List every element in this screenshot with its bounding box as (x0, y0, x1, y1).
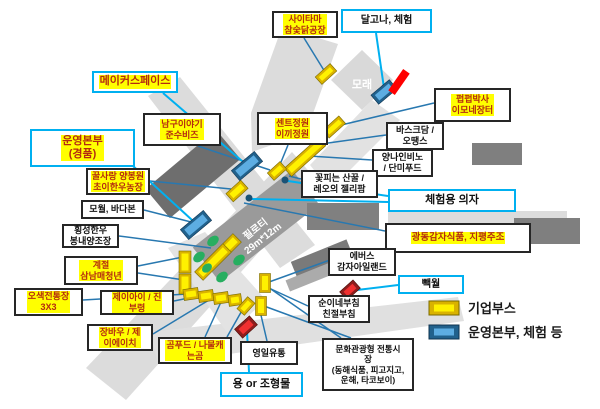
callout-gomfood: 곰푸드 / 나물캐 는곰 (158, 337, 232, 364)
callout-baekwol: 빽월 (398, 275, 464, 294)
legend-item-corporate: 기업부스 (428, 298, 516, 317)
callout-jangbau: 장바우 / 제 이에이치 (87, 324, 153, 351)
tree-icons (193, 235, 245, 283)
callout-osaek: 오색전통장 3X3 (14, 288, 83, 316)
callout-namgu: 남구이야기 준수비즈 (143, 113, 221, 146)
legend-item-operations: 운영본부, 체험 등 (428, 322, 563, 341)
callout-gyejeol: 계절 삼남매청년 (64, 256, 138, 285)
callout-suni: 순이네부침 친절부침 (308, 295, 370, 323)
connector-lines-dark (82, 37, 435, 342)
callout-mowol: 모월, 바다본 (81, 200, 144, 219)
callout-pubpub: 펍펍박사 이모네장터 (434, 88, 511, 122)
callout-saitama: 사이타마 참숯닭공장 (272, 11, 338, 38)
callout-chairs: 체험용 의자 (388, 189, 516, 212)
callout-cent: 센트정원 이끼정원 (257, 112, 328, 145)
callout-yeongil: 영일유통 (240, 341, 298, 365)
callout-yangna: 양나인비노 / 단미푸드 (372, 149, 433, 177)
callout-honey: 꿀사랑 양봉원 초이한우농장 (86, 168, 150, 195)
corporate-booth-icon (428, 300, 460, 315)
callout-flower: 꽃피는 산꿀 / 레오의 젤리팜 (301, 170, 378, 198)
operations-booths (179, 79, 398, 241)
callout-makerspace: 메이커스페이스 (92, 71, 178, 93)
callout-kwangdong: 광동감자식품, 지평주조 (385, 223, 531, 253)
callout-jai: 제이아이 / 진 부령 (100, 290, 174, 315)
legend-label-corporate: 기업부스 (468, 301, 516, 316)
callout-basque: 바스크담 / 오땡스 (386, 122, 444, 150)
callout-culture: 문화관광형 전통시 장 (동해식품, 피고지고, 운해, 타코보이) (322, 338, 414, 391)
callout-ebus: 에버스 감자아일랜드 (328, 248, 396, 276)
callout-dragon: 용 or 조형물 (220, 372, 303, 397)
operations-booth-icon (428, 324, 460, 339)
callout-hoengseong: 횡성한우 봉내양조장 (62, 224, 119, 248)
callout-hq: 운영본부 (경품) (30, 129, 135, 167)
chair-spot-dots (245, 176, 289, 202)
legend-label-operations: 운영본부, 체험 등 (468, 325, 563, 340)
sand-area-label: 모래 (351, 78, 373, 91)
callout-dalgona: 달고나, 체험 (341, 9, 432, 33)
